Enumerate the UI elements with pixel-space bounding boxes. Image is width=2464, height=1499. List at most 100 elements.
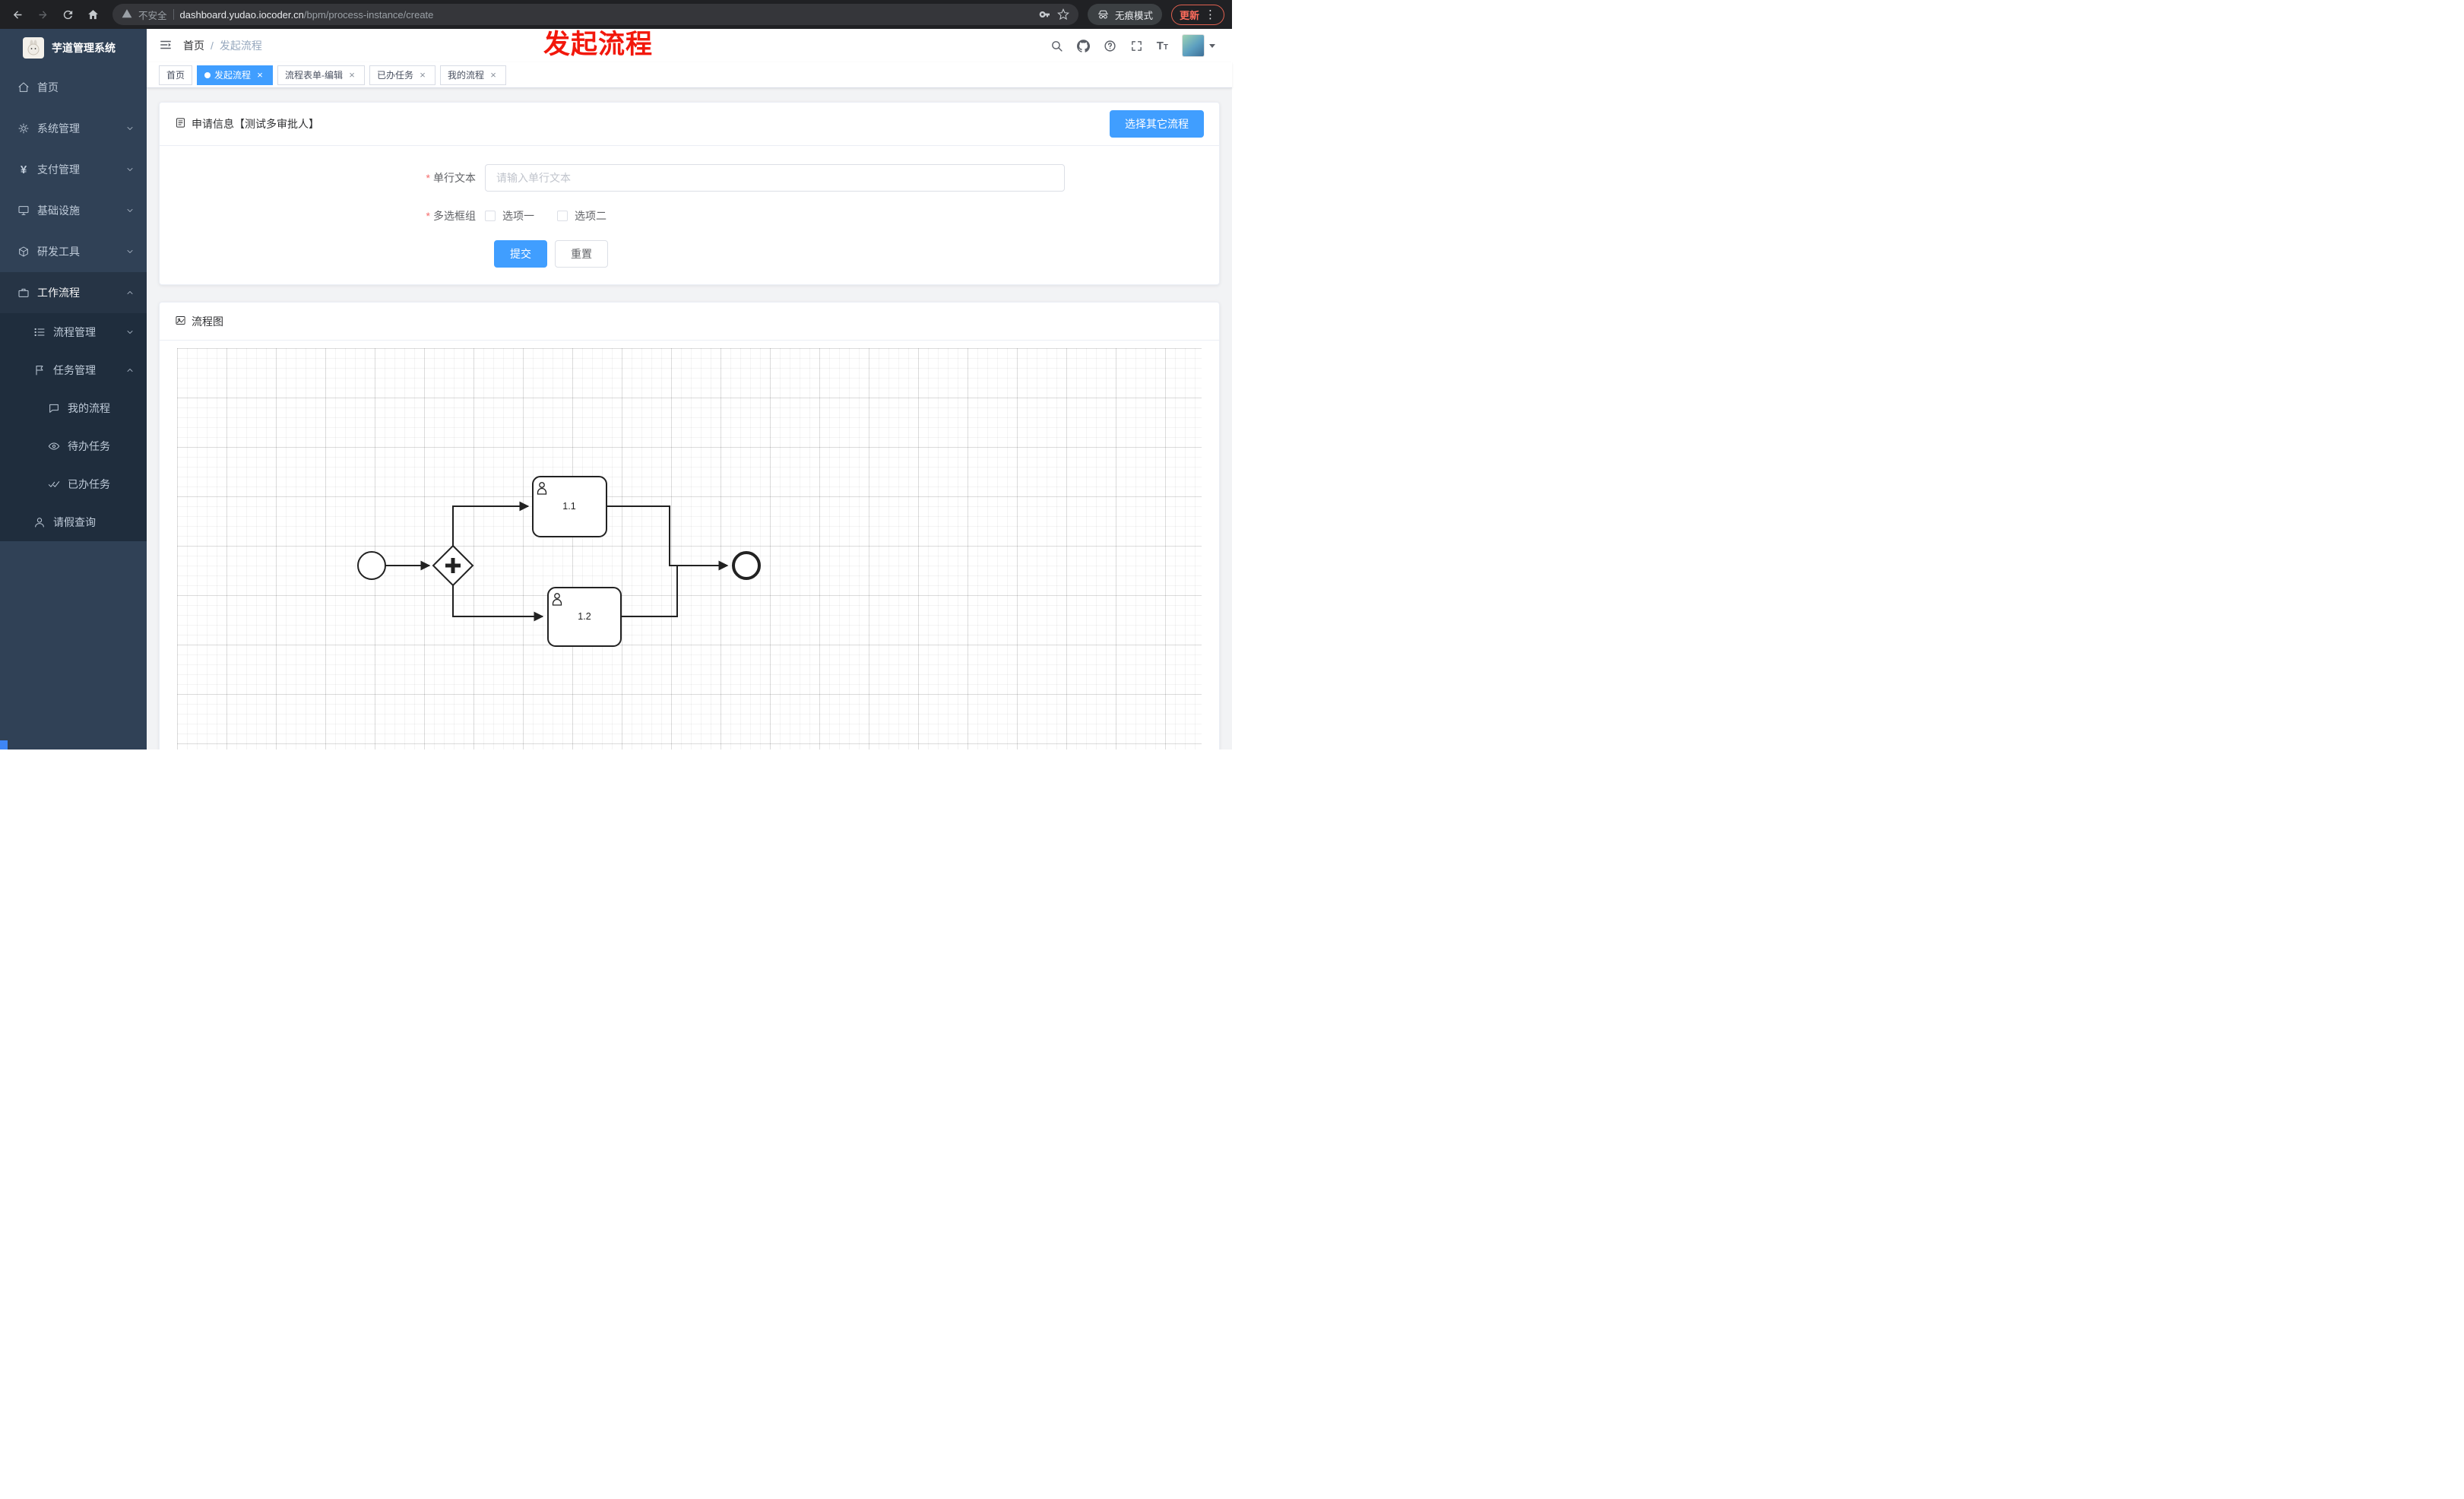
bpmn-canvas[interactable]: 1.1 1.2: [177, 348, 1202, 750]
checkbox-group: 选项一 选项二: [485, 208, 606, 223]
sidebar-item-leave-query[interactable]: 请假查询: [0, 503, 147, 541]
incognito-label: 无痕模式: [1114, 10, 1153, 21]
browser-menu-icon[interactable]: ⋮: [1205, 8, 1216, 21]
dashboard-icon: [17, 81, 30, 93]
briefcase-icon: [17, 287, 30, 299]
tab-done-task[interactable]: 已办任务 ×: [369, 65, 436, 85]
reload-icon: [63, 10, 73, 19]
sidebar-item-infrastructure[interactable]: 基础设施: [0, 190, 147, 231]
checkbox-icon[interactable]: [485, 211, 496, 221]
single-line-text-input[interactable]: [496, 172, 1053, 184]
tab-form-edit[interactable]: 流程表单-编辑 ×: [277, 65, 366, 85]
document-icon: [175, 117, 186, 131]
close-icon[interactable]: ×: [420, 69, 426, 81]
single-line-text-input-wrap: [485, 164, 1065, 192]
user-task-icon: [552, 593, 562, 606]
apply-info-card: 申请信息【测试多审批人】 选择其它流程 *单行文本 *多选框组: [159, 102, 1220, 285]
address-bar[interactable]: 不安全 dashboard.yudao.iocoder.cn/bpm/proce…: [112, 4, 1078, 25]
sidebar-item-system[interactable]: 系统管理: [0, 108, 147, 149]
checkbox-option-1[interactable]: 选项一: [485, 208, 534, 223]
password-key-icon[interactable]: [1039, 8, 1051, 21]
sidebar-item-task-manage[interactable]: 任务管理: [0, 351, 147, 389]
sidebar-item-payment[interactable]: ¥ 支付管理: [0, 149, 147, 190]
plus-icon: [445, 558, 461, 573]
tabs-bar: 首页 发起流程 × 流程表单-编辑 × 已办任务 × 我的流程 ×: [147, 62, 1232, 88]
sidebar-item-my-process[interactable]: 我的流程: [0, 389, 147, 427]
app-logo[interactable]: 芋道管理系统: [0, 29, 147, 67]
search-icon[interactable]: [1050, 40, 1063, 52]
hamburger-icon: [160, 40, 171, 49]
browser-home-button[interactable]: [83, 5, 103, 25]
home-icon: [88, 9, 98, 19]
breadcrumb: 首页 / 发起流程: [183, 38, 262, 53]
checkbox-icon[interactable]: [557, 211, 568, 221]
app-title: 芋道管理系统: [52, 42, 116, 54]
form-buttons: 提交 重置: [494, 240, 1219, 268]
bpmn-user-task-1-2[interactable]: 1.2: [547, 587, 622, 647]
breadcrumb-home[interactable]: 首页: [183, 40, 204, 52]
bpmn-user-task-1-1[interactable]: 1.1: [532, 476, 607, 537]
browser-reload-button[interactable]: [58, 5, 78, 25]
task-label: 1.1: [562, 501, 575, 512]
sidebar-item-todo-task[interactable]: 待办任务: [0, 427, 147, 465]
github-icon[interactable]: [1076, 39, 1090, 52]
close-icon[interactable]: ×: [349, 69, 355, 81]
browser-update-button[interactable]: 更新 ⋮: [1170, 4, 1224, 25]
choose-other-process-button[interactable]: 选择其它流程: [1110, 110, 1204, 138]
bpmn-parallel-gateway[interactable]: [432, 544, 474, 587]
fullscreen-icon[interactable]: [1130, 40, 1143, 52]
apply-info-card-header: 申请信息【测试多审批人】 选择其它流程: [160, 103, 1219, 146]
sidebar-item-home[interactable]: 首页: [0, 67, 147, 108]
breadcrumb-separator: /: [211, 40, 214, 52]
checkbox-option-2[interactable]: 选项二: [557, 208, 606, 223]
help-icon[interactable]: [1104, 40, 1116, 52]
sequence-flow-gateway-task1: [452, 501, 530, 546]
user-avatar: [1182, 34, 1205, 57]
forward-arrow-icon: [39, 10, 47, 19]
app-logo-image: [23, 37, 44, 59]
diagram-icon: [175, 315, 186, 328]
process-diagram-card: 流程图: [159, 302, 1220, 750]
apply-info-title: 申请信息【测试多审批人】: [192, 118, 319, 130]
sequence-flow-task2-end: [621, 560, 729, 617]
submit-button[interactable]: 提交: [494, 240, 547, 268]
sidebar-item-devtools[interactable]: 研发工具: [0, 231, 147, 272]
sequence-flow-task1-end: [606, 505, 729, 571]
user-menu[interactable]: [1182, 34, 1220, 57]
tab-home[interactable]: 首页: [159, 65, 193, 85]
url-domain: dashboard.yudao.iocoder.cn: [179, 8, 304, 21]
collapse-sidebar-button[interactable]: [159, 38, 173, 54]
list-icon: [33, 326, 46, 338]
caret-down-icon: [1209, 43, 1215, 48]
tab-my-process[interactable]: 我的流程 ×: [440, 65, 507, 85]
rabbit-logo-icon: [27, 40, 40, 55]
checkbox-group-label: *多选框组: [426, 210, 476, 222]
back-arrow-icon: [13, 10, 22, 19]
close-icon[interactable]: ×: [490, 69, 496, 81]
bpmn-end-event[interactable]: [732, 551, 761, 580]
double-check-icon: [48, 478, 60, 490]
sidebar-item-process-manage[interactable]: 流程管理: [0, 313, 147, 351]
sidebar-item-workflow[interactable]: 工作流程: [0, 272, 147, 313]
browser-back-button[interactable]: [8, 5, 28, 25]
chevron-down-icon: [125, 124, 135, 133]
browser-forward-button[interactable]: [33, 5, 53, 25]
sidebar-item-done-task[interactable]: 已办任务: [0, 465, 147, 503]
reset-button[interactable]: 重置: [555, 240, 608, 268]
bookmark-star-icon[interactable]: [1057, 8, 1069, 21]
form-row-text: *单行文本: [160, 164, 1219, 192]
gear-icon: [17, 122, 30, 135]
not-secure-warning-icon[interactable]: [122, 8, 132, 21]
bpmn-start-event[interactable]: [357, 551, 386, 580]
browser-toolbar: 不安全 dashboard.yudao.iocoder.cn/bpm/proce…: [0, 0, 1232, 29]
incognito-icon: [1098, 10, 1108, 18]
chevron-down-icon: [125, 206, 135, 215]
bpmn-diagram: 1.1 1.2: [357, 476, 761, 647]
process-diagram-title: 流程图: [192, 315, 223, 328]
close-icon[interactable]: ×: [257, 69, 263, 81]
tab-create-process[interactable]: 发起流程 ×: [197, 65, 274, 85]
incognito-badge: 无痕模式: [1087, 4, 1162, 25]
